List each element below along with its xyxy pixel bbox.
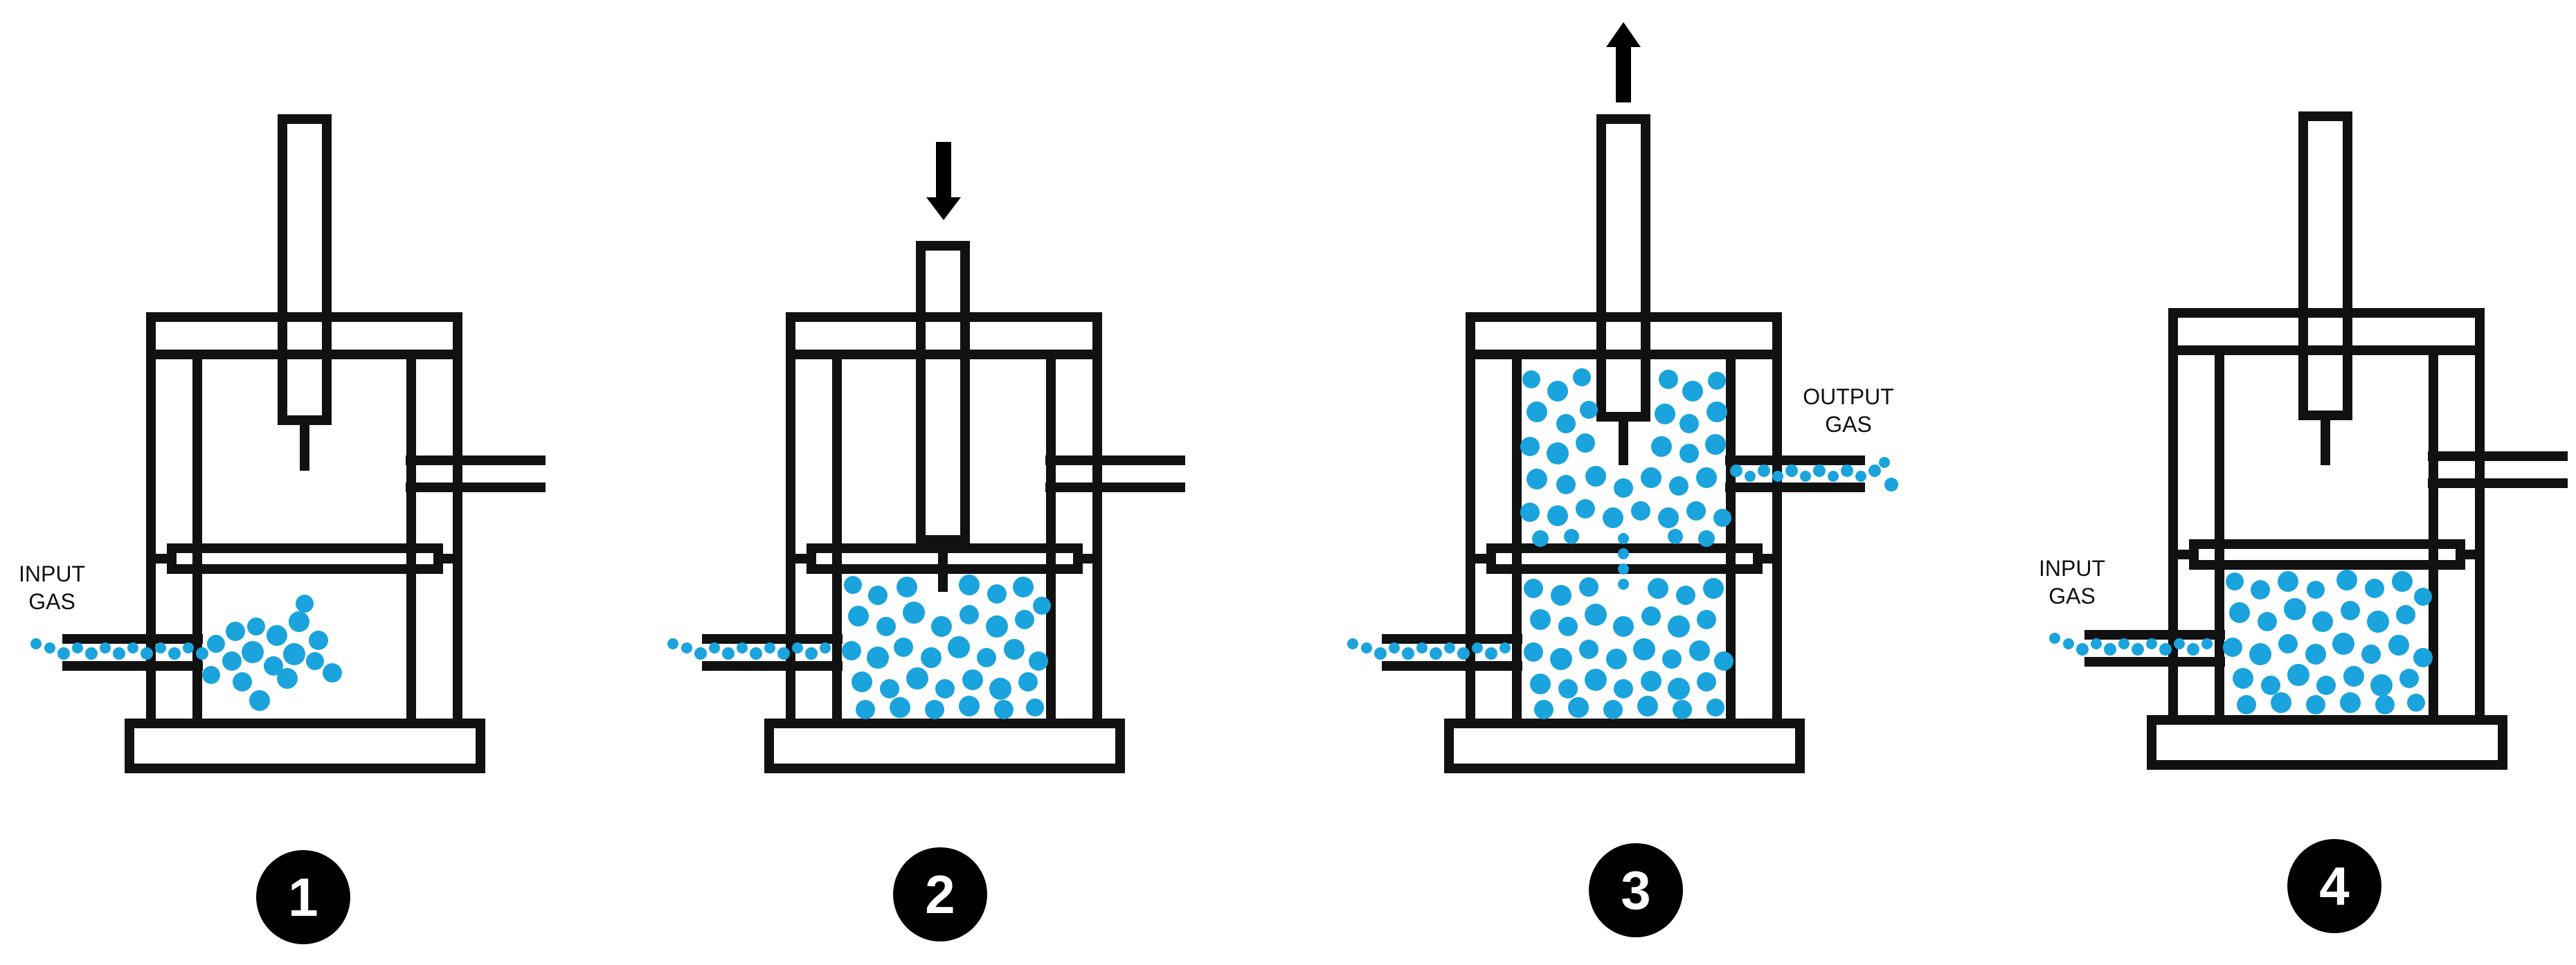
input-gas-label-4-line-2: GAS bbox=[2048, 584, 2096, 608]
step-badge-4: 4 bbox=[2287, 839, 2381, 933]
step-number-4: 4 bbox=[2319, 856, 2349, 917]
panel-2 bbox=[702, 241, 1185, 773]
up-arrow bbox=[1606, 22, 1641, 102]
base bbox=[125, 719, 485, 773]
gas-particles-2 bbox=[667, 575, 1051, 719]
output-gas-label-3-line-2: GAS bbox=[1825, 412, 1872, 437]
input-gas-label-1-line-1: INPUT bbox=[19, 561, 85, 586]
step-number-3: 3 bbox=[1621, 860, 1650, 921]
step-badge-2: 2 bbox=[893, 847, 987, 941]
step-number-1: 1 bbox=[288, 867, 318, 928]
panel-3 bbox=[1382, 114, 1865, 773]
gas-particles-3 bbox=[1347, 368, 1898, 719]
panel-4 bbox=[2084, 111, 2568, 770]
step-number-2: 2 bbox=[925, 864, 955, 925]
input-gas-label-4-line-1: INPUT bbox=[2039, 556, 2105, 581]
gas-particles-4 bbox=[2049, 570, 2433, 714]
input-gas-label-1-line-2: GAS bbox=[28, 589, 75, 614]
step-badge-3: 3 bbox=[1589, 843, 1683, 937]
down-arrow bbox=[926, 142, 961, 220]
gas-particles-1 bbox=[30, 595, 342, 711]
step-badge-1: 1 bbox=[256, 850, 350, 944]
output-gas-label-3-line-1: OUTPUT bbox=[1803, 384, 1894, 409]
